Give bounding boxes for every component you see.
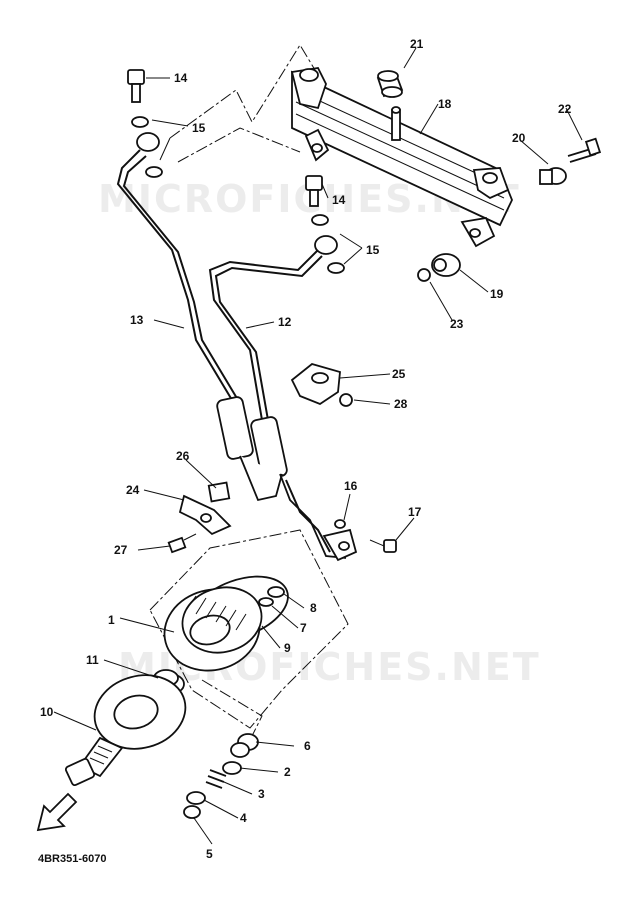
callout-14-middle: 14 xyxy=(332,193,346,207)
nut-28 xyxy=(339,393,353,407)
callout-7: 7 xyxy=(300,621,307,635)
locator-line-cooler xyxy=(169,44,316,139)
collar xyxy=(539,167,567,185)
relief-valve-spring xyxy=(205,769,227,789)
damper-26 xyxy=(207,481,231,503)
bolt-8 xyxy=(267,586,285,598)
callout-5: 5 xyxy=(206,847,213,861)
callout-2: 2 xyxy=(284,765,291,779)
leader-lines xyxy=(53,47,583,845)
callout-16: 16 xyxy=(344,479,358,493)
callout-8: 8 xyxy=(310,601,317,615)
bolt-27 xyxy=(167,533,197,554)
relief-valve-plunger xyxy=(230,733,259,758)
callout-15-middle: 15 xyxy=(366,243,380,257)
grommet xyxy=(376,70,404,98)
pipe-clamp xyxy=(178,494,232,536)
callout-3: 3 xyxy=(258,787,265,801)
callout-10: 10 xyxy=(40,705,54,719)
bolt-5 xyxy=(183,805,201,819)
diagram-part-code: 4BR351-6070 xyxy=(38,853,107,865)
callout-15-top: 15 xyxy=(192,121,206,135)
callout-4: 4 xyxy=(240,811,247,825)
callout-23: 23 xyxy=(450,317,464,331)
union-bolt-14-top xyxy=(127,69,163,178)
callout-labels: 14 15 21 18 22 20 14 15 19 23 13 12 25 2… xyxy=(40,37,572,861)
union-bolt-14-middle xyxy=(305,175,345,274)
damper xyxy=(431,253,461,277)
callout-14-top: 14 xyxy=(174,71,188,85)
locator-line-filter xyxy=(149,529,349,729)
callout-26: 26 xyxy=(176,449,190,463)
washer-4 xyxy=(186,791,206,805)
callout-1: 1 xyxy=(108,613,115,627)
callout-17: 17 xyxy=(408,505,422,519)
locator-line-relief xyxy=(201,679,263,741)
front-arrow-icon xyxy=(36,792,78,832)
filter-cover-bolt xyxy=(64,674,187,787)
callout-6: 6 xyxy=(304,739,311,753)
callout-19: 19 xyxy=(490,287,504,301)
bolt-22 xyxy=(567,137,602,163)
callout-18: 18 xyxy=(438,97,452,111)
callout-25: 25 xyxy=(392,367,406,381)
callout-22: 22 xyxy=(558,102,572,116)
callout-20: 20 xyxy=(512,131,526,145)
o-ring-16 xyxy=(334,519,346,529)
callout-11: 11 xyxy=(86,653,99,667)
washer-7 xyxy=(258,597,274,607)
oil-filter xyxy=(163,586,263,672)
callout-9: 9 xyxy=(284,641,291,655)
callout-28: 28 xyxy=(394,397,408,411)
callout-24: 24 xyxy=(126,483,140,497)
callout-21: 21 xyxy=(410,37,424,51)
locator-line-cooler-lower xyxy=(177,127,301,163)
oil-pipes xyxy=(116,149,358,562)
callout-12: 12 xyxy=(278,315,292,329)
callout-13: 13 xyxy=(130,313,144,327)
relief-valve-shim xyxy=(222,761,242,775)
callout-27: 27 xyxy=(114,543,128,557)
clamp-bracket xyxy=(290,363,341,406)
bolt-17 xyxy=(369,539,397,553)
oil-cooler xyxy=(290,67,513,248)
nut-23 xyxy=(417,268,431,282)
